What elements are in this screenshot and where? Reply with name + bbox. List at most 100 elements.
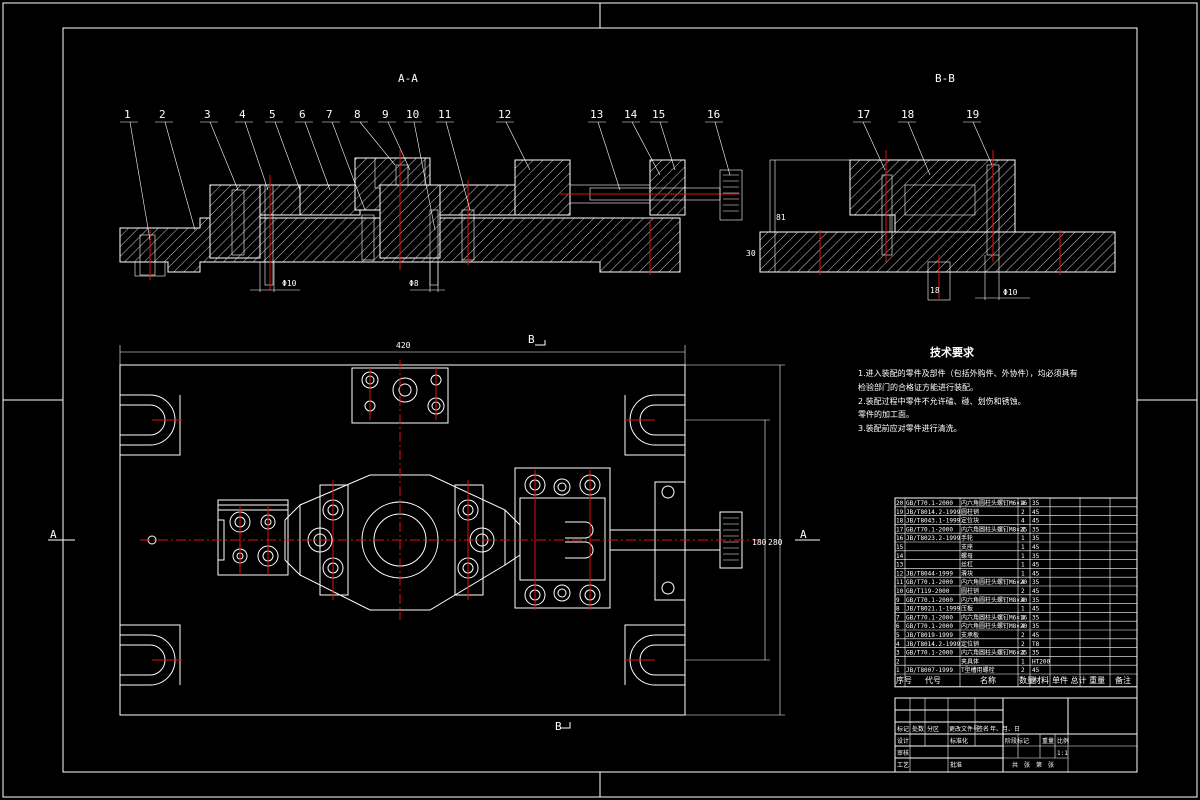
bom-cell-qty: 2 <box>1021 641 1025 648</box>
part-number-1: 1 <box>124 108 131 121</box>
bom-cell-no: 4 <box>896 641 900 648</box>
bom-cell-qty: 4 <box>1021 526 1025 533</box>
tb-label-standard: 标准化 <box>950 737 968 745</box>
bom-cell-name: 夹具体 <box>961 657 979 665</box>
bom-cell-code: GB/T119-2000 <box>906 588 950 595</box>
bom-cell-material: 35 <box>1032 650 1040 657</box>
bom-cell-qty: 4 <box>1021 597 1025 604</box>
bom-cell-material: 35 <box>1032 597 1040 604</box>
bom-cell-name: 螺母 <box>961 552 973 560</box>
bom-cell-code: JB/T8023.2-1999 <box>906 535 961 542</box>
tb-label-date: 年、月、日 <box>990 725 1020 733</box>
requirements-title: 技术要求 <box>930 345 975 359</box>
dim-bb-slot: 18 <box>930 286 940 295</box>
part-number-8: 8 <box>354 108 361 121</box>
bom-cell-no: 10 <box>896 588 904 595</box>
bom-cell-code: GB/T70.1-2000 <box>906 500 953 507</box>
part-number-19: 19 <box>966 108 979 121</box>
handwheel-knurl-aa <box>723 174 739 212</box>
bom-cell-material: 45 <box>1032 632 1040 639</box>
bom-cell-name: 手轮 <box>961 534 973 542</box>
section-view-bb <box>759 150 1116 301</box>
part-number-15: 15 <box>652 108 665 121</box>
bom-cell-name: 支承板 <box>961 631 979 639</box>
bom-cell-name: 滑块 <box>961 569 973 577</box>
bom-cell-no: 8 <box>896 606 900 613</box>
bom-header-qty: 数量 <box>1019 675 1035 685</box>
bom-cell-no: 16 <box>896 535 904 542</box>
bom-cell-name: 圆柱销 <box>961 508 979 516</box>
tb-label-stage: 阶段标记 <box>1005 737 1029 745</box>
bom-header-name: 名称 <box>980 675 996 685</box>
tb-label-sheet: 张 <box>1048 761 1054 769</box>
bom-cell-code: JB/T8044-1999 <box>906 570 953 577</box>
technical-requirements: 技术要求 1.进入装配的零件及部件（包括外购件、外协件），均必须具有 检验部门的… <box>858 345 1078 433</box>
bom-cell-code: GB/T70.1-2000 <box>906 579 953 586</box>
part-number-18: 18 <box>901 108 914 121</box>
bom-cell-name: 定位销 <box>961 640 979 648</box>
view-marker-a-left: A <box>50 528 57 541</box>
tb-label-count: 处数 <box>912 725 924 733</box>
requirements-line-4: 零件的加工面。 <box>858 409 914 419</box>
dim-aa-d1: Φ10 <box>282 279 297 288</box>
bom-cell-material: 35 <box>1032 526 1040 533</box>
bom-cell-qty: 1 <box>1021 562 1025 569</box>
dimensions-bb: 81 30 Φ10 18 <box>746 160 1030 300</box>
bom-cell-qty: 1 <box>1021 553 1025 560</box>
bom-cell-no: 2 <box>896 658 900 665</box>
bom-cell-no: 7 <box>896 614 900 621</box>
bom-row: 13 丝杠 1 45 <box>896 561 1040 569</box>
dim-height-outer: 280 <box>768 538 783 547</box>
bom-cell-qty: 1 <box>1021 535 1025 542</box>
tb-label-scale: 比例 <box>1057 737 1069 745</box>
bom-cell-code: GB/T70.1-2000 <box>906 526 953 533</box>
part-number-7: 7 <box>326 108 333 121</box>
bom-cell-qty: 2 <box>1021 588 1025 595</box>
bom-cell-no: 13 <box>896 562 904 569</box>
part-number-6: 6 <box>299 108 306 121</box>
tb-label-sign: 签名 <box>977 725 989 733</box>
bom-cell-name: 内六角圆柱头螺钉M8×20 <box>961 622 1027 630</box>
view-marker-b-bottom: B <box>555 720 562 733</box>
bom-cell-material: 45 <box>1032 562 1040 569</box>
dim-aa-d2: Φ8 <box>409 279 419 288</box>
tb-label-review: 审核 <box>897 749 909 757</box>
bom-cell-name: 内六角圆柱头螺钉M6×16 <box>961 613 1027 621</box>
bom-cell-no: 18 <box>896 518 904 525</box>
part-number-13: 13 <box>590 108 603 121</box>
part-number-11: 11 <box>438 108 451 121</box>
bom-cell-material: 45 <box>1032 509 1040 516</box>
bom-cell-code: JB/T8019-1999 <box>906 632 953 639</box>
view-marker-a-right: A <box>800 528 807 541</box>
bom-cell-material: 35 <box>1032 623 1040 630</box>
dim-width-top: 420 <box>396 341 411 350</box>
part-number-3: 3 <box>204 108 211 121</box>
bom-cell-name: 丝杠 <box>961 561 973 569</box>
bom-cell-qty: 4 <box>1021 500 1025 507</box>
bom-cell-material: 35 <box>1032 535 1040 542</box>
bom-cell-qty: 4 <box>1021 518 1025 525</box>
part-leaders-bb: 17 18 19 <box>853 108 993 176</box>
view-marker-b-top: B <box>528 333 535 346</box>
title-block: 标记 处数 分区 更改文件号 签名 年、月、日 设计 标准化 阶段标记 重量 比… <box>894 697 1138 773</box>
bom-cell-no: 9 <box>896 597 900 604</box>
bom-cell-no: 15 <box>896 544 904 551</box>
bom-cell-no: 12 <box>896 570 904 577</box>
bom-cell-material: 45 <box>1032 518 1040 525</box>
dim-bb-height: 81 <box>776 213 786 222</box>
bom-cell-code: GB/T70.1-2000 <box>906 597 953 604</box>
dim-bb-d1: Φ10 <box>1003 288 1018 297</box>
bom-header-note: 备注 <box>1115 675 1131 685</box>
part-number-12: 12 <box>498 108 511 121</box>
bom-cell-qty: 4 <box>1021 623 1025 630</box>
bom-cell-no: 17 <box>896 526 904 533</box>
dim-bb-base: 30 <box>746 249 756 258</box>
bom-cell-no: 6 <box>896 623 900 630</box>
